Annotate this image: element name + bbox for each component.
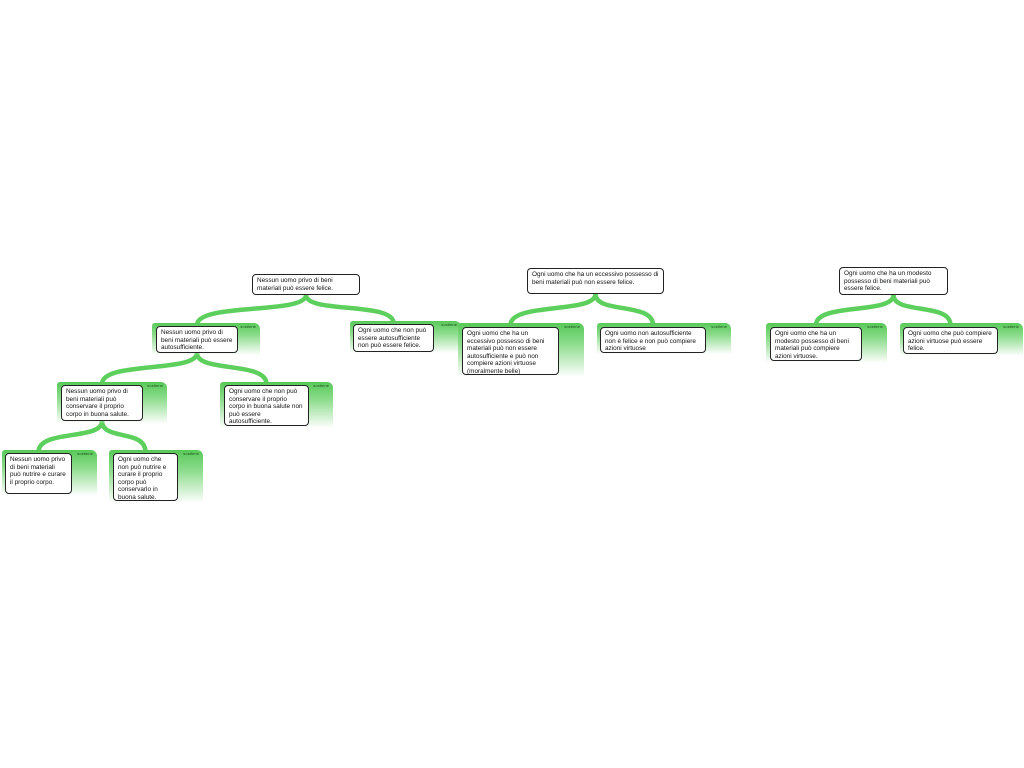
support-label: sostiene <box>711 324 727 329</box>
support-link <box>99 418 148 455</box>
support-label: sostiene <box>1003 324 1019 329</box>
claim-node[interactable]: Nessun uomo privo di beni materiali può … <box>61 385 143 421</box>
claim-node[interactable]: Ogni uomo che ha un eccessivo possesso d… <box>462 327 559 375</box>
claim-node[interactable]: Nessun uomo privo di beni materiali può … <box>5 453 72 494</box>
support-label: sostiene <box>183 451 199 456</box>
support-link <box>593 291 656 328</box>
support-link <box>36 418 105 455</box>
support-link <box>891 292 953 328</box>
support-label: sostiene <box>564 324 580 329</box>
support-link <box>99 350 200 387</box>
claim-node[interactable]: Ogni uomo che ha un modesto possesso di … <box>770 327 862 361</box>
support-link <box>194 350 269 387</box>
support-label: sostiene <box>441 322 457 327</box>
support-label: sostiene <box>147 383 163 388</box>
claim-node[interactable]: Nessun uomo privo di beni materiali può … <box>252 274 360 295</box>
support-label: sostiene <box>867 324 883 329</box>
support-link <box>813 292 896 328</box>
claim-node[interactable]: Ogni uomo non autosufficiente non è feli… <box>600 327 706 353</box>
claim-node[interactable]: Ogni uomo che non può conservare il prop… <box>224 385 309 426</box>
support-label: sostiene <box>240 324 256 329</box>
claim-node[interactable]: Ogni uomo che ha un modesto possesso di … <box>839 267 948 295</box>
claim-node[interactable]: Ogni uomo che ha un eccessivo possesso d… <box>527 268 664 294</box>
claim-node[interactable]: Ogni uomo che non può nutrire e curare i… <box>113 453 178 501</box>
claim-node[interactable]: Ogni uomo che può compiere azioni virtuo… <box>903 327 998 354</box>
support-label: sostiene <box>77 451 93 456</box>
support-link <box>508 291 598 328</box>
support-link <box>303 292 396 326</box>
claim-node[interactable]: Nessun uomo privo di beni materiali può … <box>156 326 238 353</box>
support-label: sostiene <box>313 383 329 388</box>
support-link <box>194 292 309 328</box>
claim-node[interactable]: Ogni uomo che non può essere autosuffici… <box>353 324 434 352</box>
